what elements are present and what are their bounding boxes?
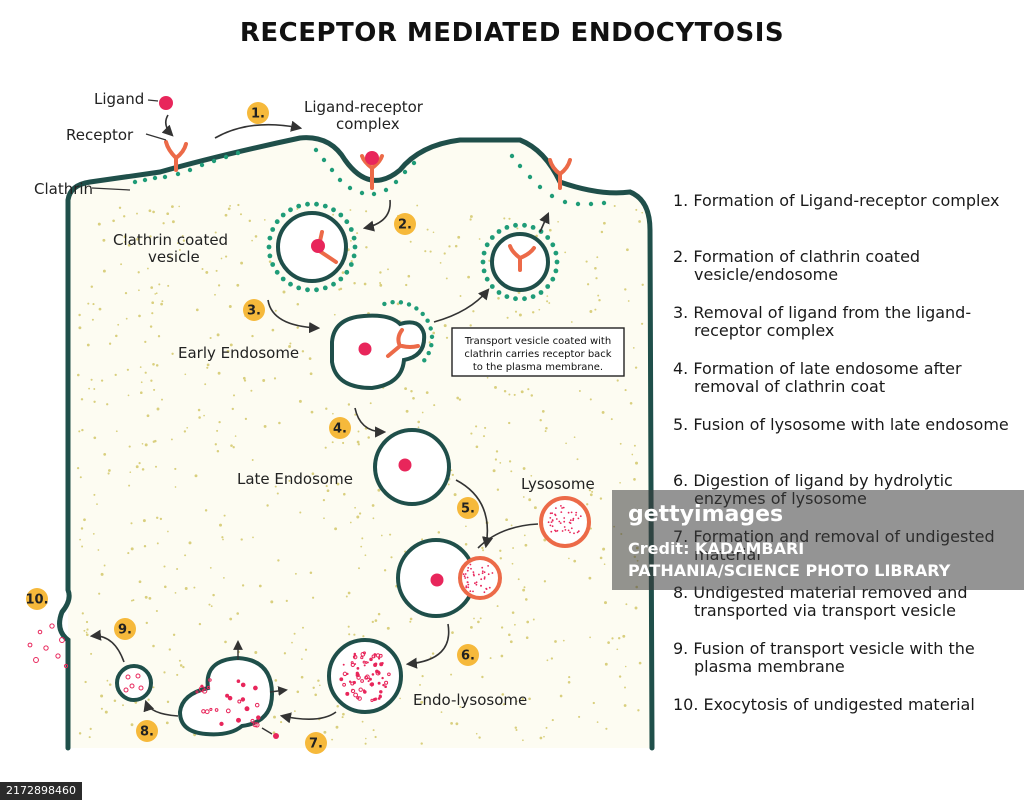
step-item: 5. Fusion of lysosome with late endosome (673, 415, 1009, 434)
step-badge: 5. (457, 497, 479, 519)
step-badge-label: 7. (309, 737, 323, 752)
label-ligand-receptor-complex-line1: Ligand-receptor (304, 98, 424, 116)
label-late-endosome: Late Endosome (237, 470, 353, 488)
label-lysosome: Lysosome (521, 475, 595, 493)
note-line-2: clathrin carries receptor back (464, 349, 611, 360)
step-badge: 2. (394, 213, 416, 235)
arrow-bud-down (261, 727, 273, 735)
watermark-logo: gettyimages (628, 502, 784, 527)
arrow-step-9 (89, 629, 125, 663)
arrow-receptor-return (539, 211, 550, 233)
recycling-note-box: Transport vesicle coated with clathrin c… (451, 327, 625, 377)
diagram-title: RECEPTOR MEDIATED ENDOCYTOSIS (239, 18, 785, 48)
endo-lysosome (327, 638, 403, 714)
step-badge-circle (243, 299, 265, 321)
step-badge-circle (457, 497, 479, 519)
recycled-receptor (548, 158, 572, 190)
arrow-step-6 (405, 623, 450, 669)
step-badge-circle (394, 213, 416, 235)
exocytosed-material (27, 623, 69, 669)
arrow-to-recycling-vesicle (433, 288, 490, 323)
step-badge-circle (457, 644, 479, 666)
step-badge-label: 3. (247, 304, 261, 319)
image-id-tag: 2172898460 (0, 782, 82, 800)
step-item: 3. Removal of ligand from the ligand-rec… (673, 303, 972, 340)
lysosome-endosome-fusion (396, 538, 502, 618)
arrow-step-7 (279, 711, 337, 724)
step-badge-label: 5. (461, 502, 475, 517)
label-ligand: Ligand (94, 90, 144, 108)
arrow-bud-right (269, 686, 288, 696)
step-badge: 10. (25, 588, 49, 610)
step-item: 4. Formation of late endosome after remo… (673, 359, 962, 396)
arrow-step-3 (267, 299, 321, 334)
late-endosome (373, 428, 451, 506)
step-badge: 4. (329, 417, 351, 439)
step-badges: 1. 2. 3. 4. 5. 6. 7. 8. 9. 10. (25, 102, 479, 754)
step-item: 10. Exocytosis of undigested material (673, 695, 975, 714)
lysosome (539, 496, 591, 548)
step-badge: 8. (136, 720, 158, 742)
ligand-arrow (161, 114, 174, 137)
arrow-step-4 (354, 407, 387, 438)
label-receptor: Receptor (66, 126, 134, 144)
step-item: 1. Formation of Ligand-receptor complex (673, 191, 1000, 210)
label-ligand-receptor-complex-line2: complex (336, 115, 400, 133)
step-item: 8. Undigested material removed and trans… (673, 583, 968, 620)
step-badge-circle (136, 720, 158, 742)
note-line-1: Transport vesicle coated with (464, 336, 611, 347)
label-leaders (91, 99, 167, 191)
free-receptor (164, 140, 188, 172)
plasma-membrane (57, 135, 655, 751)
step-badge: 6. (457, 644, 479, 666)
note-line-3: to the plasma membrane. (473, 362, 603, 373)
step-badge: 9. (114, 618, 136, 640)
step-badge-label: 9. (118, 623, 132, 638)
free-ligand (159, 96, 173, 110)
label-early-endosome: Early Endosome (178, 344, 299, 362)
step-badge-circle (305, 732, 327, 754)
watermark-credit-line1: Credit: KADAMBARI (628, 539, 805, 558)
label-endo-lysosome: Endo-lysosome (413, 691, 527, 709)
step-badge-label: 2. (398, 218, 412, 233)
step-badge: 1. (247, 102, 269, 124)
label-clathrin: Clathrin (34, 180, 93, 198)
watermark-overlay: gettyimages Credit: KADAMBARI PATHANIA/S… (612, 490, 1024, 590)
step-badge-label: 8. (140, 725, 154, 740)
step-list: 1. Formation of Ligand-receptor complex 2… (673, 192, 1018, 752)
step-badge-label: 10. (25, 593, 48, 608)
step-badge-circle (26, 588, 48, 610)
watermark-credit: Credit: KADAMBARI PATHANIA/SCIENCE PHOTO… (628, 538, 950, 582)
early-endosome (330, 300, 435, 391)
watermark-credit-line2: PATHANIA/SCIENCE PHOTO LIBRARY (628, 561, 951, 580)
membrane-clathrin-coat (132, 147, 607, 207)
arrow-step-8 (143, 699, 179, 717)
step-badge-label: 6. (461, 649, 475, 664)
label-clathrin-coated-vesicle-line2: vesicle (148, 248, 200, 266)
step-badge-circle (329, 417, 351, 439)
step-badge-circle (114, 618, 136, 640)
arrow-step-5 (455, 479, 494, 549)
released-particle (273, 733, 279, 739)
step-item: 2. Formation of clathrin coated vesicle/… (673, 247, 921, 284)
step-badge-label: 1. (251, 107, 265, 122)
recycling-transport-vesicle (480, 222, 560, 302)
ligand-receptor-complex (360, 151, 384, 190)
step-badge-circle (247, 102, 269, 124)
step-badge: 7. (305, 732, 327, 754)
arrow-step-1 (214, 120, 303, 139)
step-item: 9. Fusion of transport vesicle with the … (673, 639, 975, 676)
arrow-step-2 (362, 199, 391, 232)
arrow-lysosome (477, 523, 539, 549)
step-badge-label: 4. (333, 422, 347, 437)
exocytic-transport-vesicle (115, 664, 153, 702)
step-badge: 3. (243, 299, 265, 321)
label-clathrin-coated-vesicle-line1: Clathrin coated (113, 231, 228, 249)
clathrin-coated-vesicle (266, 201, 358, 293)
